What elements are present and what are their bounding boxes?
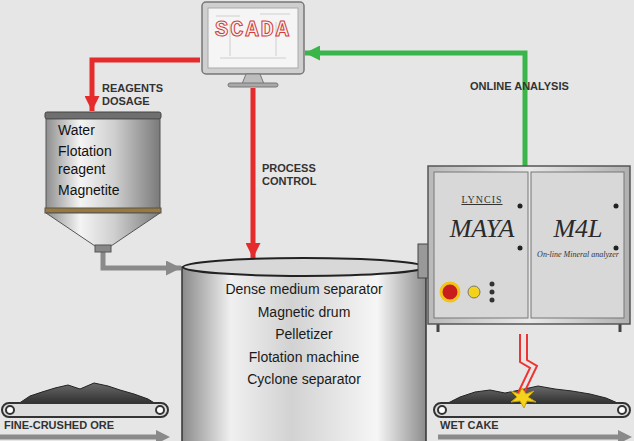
- node-text: On-line Mineral analyzer: [532, 250, 624, 259]
- ore-conveyor: [0, 383, 170, 441]
- node-text: Flotation machine: [192, 346, 416, 369]
- node-text: MAYA: [436, 214, 528, 244]
- monitor-node: SCADA: [200, 0, 306, 88]
- edge-label: REAGENTS DOSAGE: [102, 82, 168, 108]
- analyzer-shape: [428, 166, 630, 332]
- node-text: Cyclone separator: [192, 368, 416, 391]
- cake-conveyor: [434, 386, 632, 441]
- node-text: Dense medium separator: [192, 278, 416, 301]
- node-text: Pelletizer: [192, 323, 416, 346]
- flow-arrow: [103, 250, 181, 268]
- tank-node: Dense medium separatorMagnetic drumPelle…: [182, 258, 426, 441]
- node-text: Water: [58, 121, 149, 139]
- node-text: Magnetic drum: [192, 301, 416, 324]
- flow-arrow: [305, 53, 525, 166]
- flow-arrow: [251, 88, 256, 258]
- hopper-node: WaterFlotation reagentMagnetite: [45, 112, 161, 252]
- node-text: Magnetite: [58, 181, 149, 199]
- node-text: Flotation reagent: [58, 142, 149, 178]
- analyzer-node: LYNCIS MAYAM4L On-line Mineral analyzer: [428, 166, 630, 332]
- edge-label: ONLINE ANALYSIS: [470, 80, 600, 93]
- node-text: SCADA: [208, 14, 298, 48]
- flow-arrow: [92, 60, 200, 111]
- monitor-shape: [200, 0, 306, 88]
- node-text: LYNCIS: [436, 194, 528, 205]
- node-text: M4L: [532, 214, 624, 244]
- conveyor-label: WET CAKE: [440, 419, 499, 432]
- analysis-beam: [518, 334, 537, 393]
- edge-label: PROCESS CONTROL: [262, 162, 334, 188]
- conveyor-label: FINE-CRUSHED ORE: [4, 419, 114, 432]
- spark: [511, 388, 536, 408]
